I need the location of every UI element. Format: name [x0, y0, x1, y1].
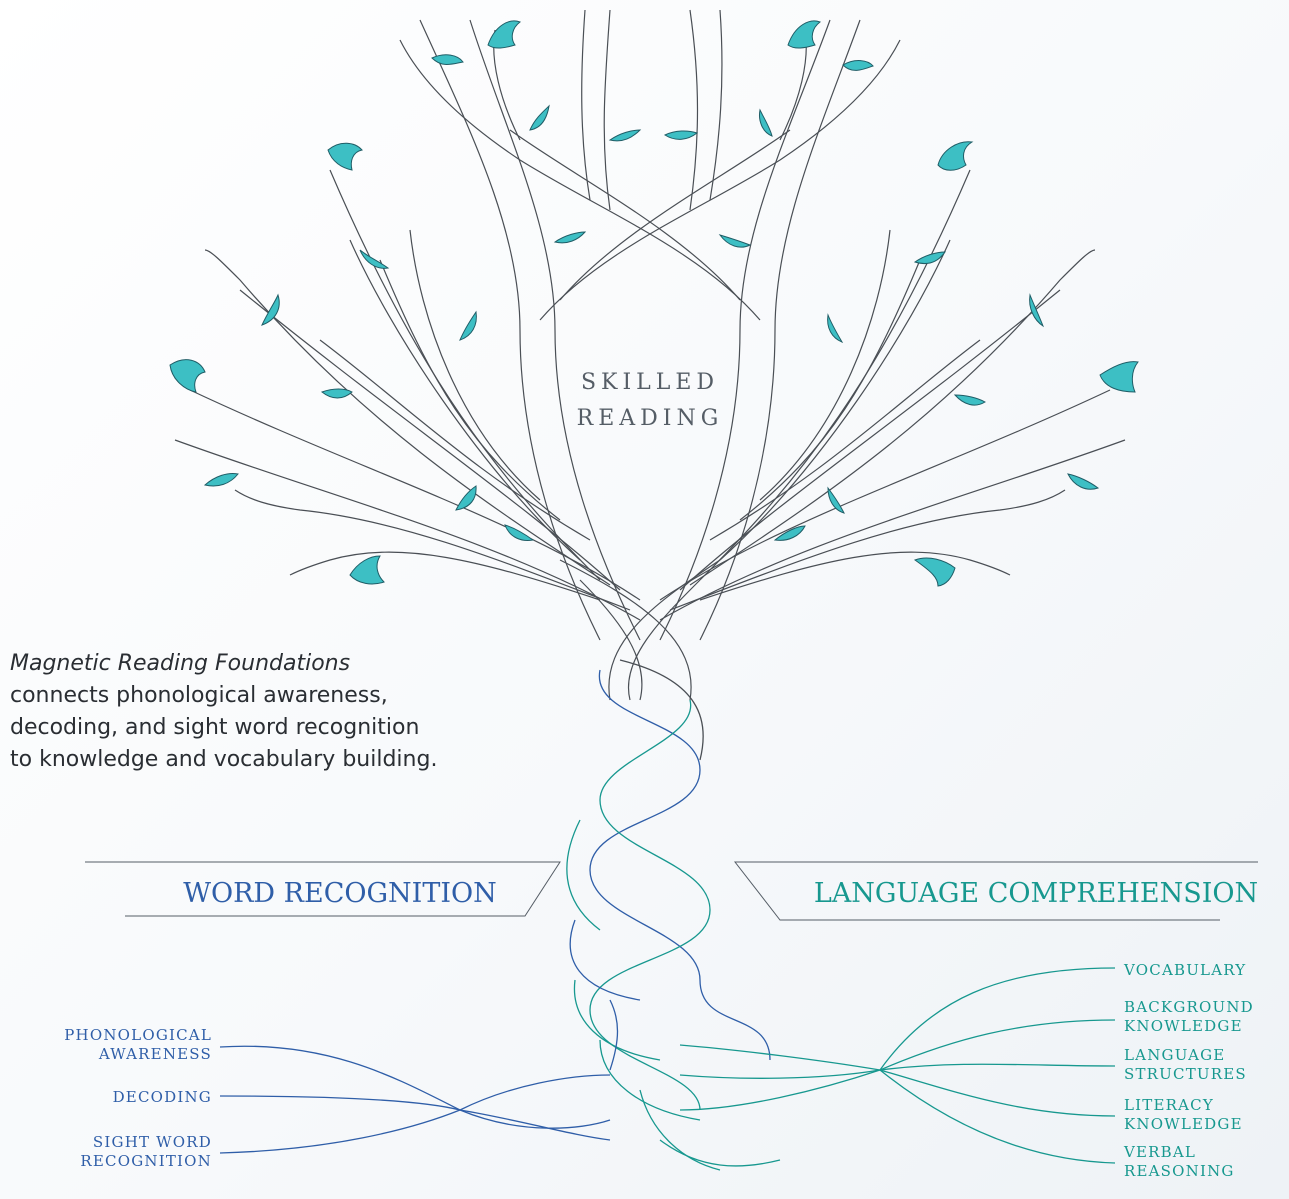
language-comprehension-strands — [679, 967, 1116, 1164]
strand-label-reasoning: REASONING — [1124, 1162, 1235, 1180]
tagline: Magnetic Reading Foundations connects ph… — [10, 648, 530, 776]
leaf-icon — [827, 486, 845, 514]
strand-label-knowledge-1: KNOWLEDGE — [1124, 1017, 1243, 1035]
trunk-grey-strands — [559, 559, 721, 701]
trunk-twisted-ropes — [566, 659, 781, 1171]
strand-label-decoding: DECODING — [113, 1088, 212, 1106]
strand-label-phonological: PHONOLOGICAL — [64, 1026, 212, 1044]
leaf-icon — [261, 293, 280, 326]
leaf-icon — [431, 54, 464, 65]
tagline-title: Magnetic Reading Foundations — [10, 651, 351, 676]
leaf-icon — [913, 557, 956, 587]
strand-label-vocabulary: VOCABULARY — [1123, 961, 1246, 979]
leaf-icon — [459, 310, 477, 341]
word-recognition-strands — [219, 1045, 611, 1154]
word-recognition-labels: PHONOLOGICAL AWARENESS DECODING SIGHT WO… — [64, 1026, 212, 1170]
tagline-line-1: connects phonological awareness, — [10, 683, 388, 708]
leaf-icon — [504, 524, 535, 541]
strand-label-background: BACKGROUND — [1124, 998, 1254, 1016]
leaf-icon — [759, 108, 773, 137]
diagram-title-line1: SKILLED — [581, 370, 719, 395]
leaf-icon — [827, 313, 844, 343]
strand-label-sight-word: SIGHT WORD — [93, 1133, 212, 1151]
language-comprehension-labels: VOCABULARY BACKGROUND KNOWLEDGE LANGUAGE… — [1123, 961, 1254, 1180]
leaf-icon — [1099, 361, 1139, 393]
leaf-icon — [787, 20, 822, 49]
strand-label-language: LANGUAGE — [1124, 1046, 1225, 1064]
leaf-icon — [663, 130, 699, 140]
leaf-icon — [487, 20, 522, 49]
leaf-icon — [953, 394, 986, 406]
strand-label-verbal: VERBAL — [1123, 1143, 1196, 1161]
strand-label-literacy: LITERACY — [1124, 1096, 1214, 1114]
leaf-icon — [718, 234, 752, 248]
leaf-icon — [169, 359, 206, 393]
leaf-icon — [359, 249, 390, 269]
language-comprehension-heading: LANGUAGE COMPREHENSION — [814, 878, 1258, 909]
leaf-icon — [327, 142, 363, 171]
leaf-icon — [1029, 293, 1045, 328]
strand-label-awareness: AWARENESS — [98, 1045, 212, 1063]
section-dividers — [85, 861, 1258, 921]
leaves — [169, 20, 1139, 587]
leaf-icon — [553, 231, 587, 244]
leaf-icon — [203, 473, 239, 487]
leaf-icon — [529, 104, 550, 131]
strand-label-structures: STRUCTURES — [1124, 1065, 1247, 1083]
strand-label-recognition: RECOGNITION — [80, 1152, 212, 1170]
strand-label-knowledge-2: KNOWLEDGE — [1124, 1115, 1243, 1133]
tagline-line-2: decoding, and sight word recognition — [10, 715, 420, 740]
leaf-icon — [842, 60, 874, 71]
leaf-icon — [913, 251, 946, 265]
diagram-title-line2: READING — [577, 406, 724, 431]
tree-branches — [174, 9, 1126, 641]
word-recognition-heading: WORD RECOGNITION — [183, 878, 497, 909]
leaf-icon — [320, 388, 353, 399]
leaf-icon — [773, 525, 806, 541]
leaf-icon — [608, 129, 642, 142]
leaf-icon — [937, 141, 974, 171]
leaf-icon — [1067, 473, 1100, 490]
tagline-line-3: to knowledge and vocabulary building. — [10, 747, 438, 772]
leaf-icon — [455, 485, 477, 511]
leaf-icon — [349, 555, 385, 585]
